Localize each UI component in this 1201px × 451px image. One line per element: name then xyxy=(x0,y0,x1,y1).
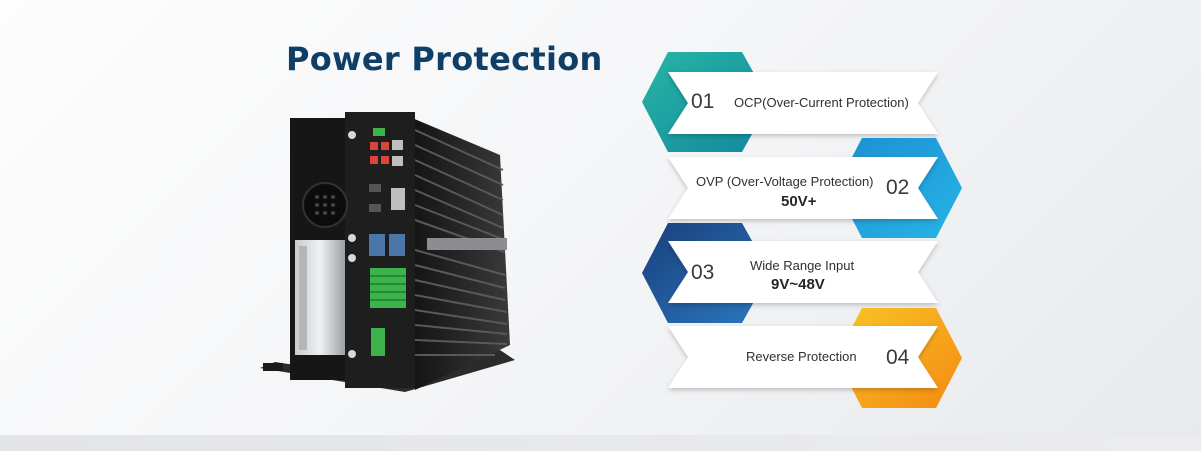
feature-number: 04 xyxy=(886,346,910,369)
bottom-band xyxy=(0,435,1201,451)
page-title: Power Protection xyxy=(286,40,603,78)
feature-row-04-shape xyxy=(668,308,962,408)
feature-label: OCP(Over-Current Protection) xyxy=(734,95,909,110)
feature-row-02-shape xyxy=(668,138,962,238)
feature-row-03-shape xyxy=(642,223,938,323)
feature-label: Reverse Protection xyxy=(746,349,857,364)
feature-label: Wide Range Input xyxy=(750,258,855,273)
feature-sub: 9V~48V xyxy=(771,276,825,293)
feature-number: 01 xyxy=(691,90,715,113)
feature-label: OVP (Over-Voltage Protection) xyxy=(696,174,874,189)
product-image xyxy=(260,112,515,392)
feature-row-01-shape xyxy=(642,52,938,152)
feature-number: 02 xyxy=(886,176,910,199)
feature-number: 03 xyxy=(691,261,715,284)
feature-sub: 50V+ xyxy=(781,193,817,210)
